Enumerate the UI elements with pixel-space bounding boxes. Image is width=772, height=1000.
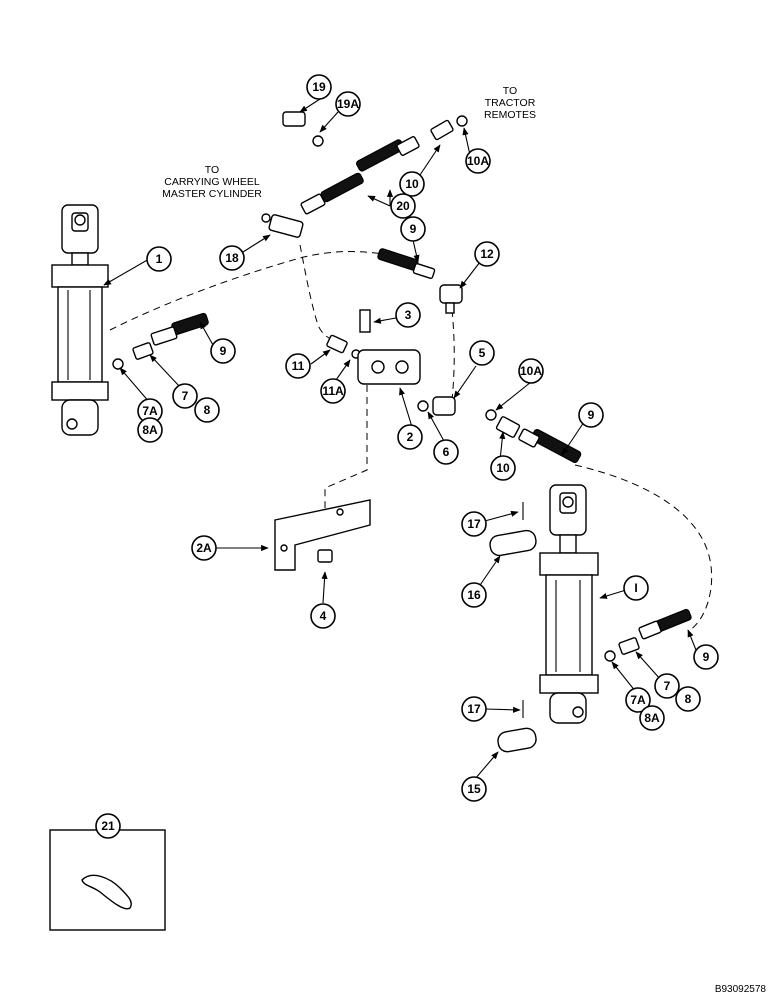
callout-label-21: 21	[101, 819, 115, 833]
callout-label-9-upper: 9	[410, 222, 417, 236]
drawing-code: B93092578	[715, 984, 767, 995]
callout-17-upper: 17	[461, 511, 487, 537]
callout-label-19: 19	[312, 80, 326, 94]
callout-8a-right: 8A	[639, 705, 665, 731]
callout-10-mid: 10	[490, 455, 516, 481]
right-hydraulic-cylinder	[539, 484, 599, 724]
callout-12: 12	[474, 241, 500, 267]
callout-label-12: 12	[480, 247, 494, 261]
callout-label-6: 6	[443, 445, 450, 459]
leader-lines	[103, 98, 697, 838]
callout-label-7-left: 7	[182, 389, 189, 403]
callout-1: 1	[146, 246, 172, 272]
note-tractor-remotes: TO TRACTOR REMOTES	[484, 85, 536, 121]
callout-label-7-right: 7	[664, 679, 671, 693]
callout-label-3: 3	[405, 308, 412, 322]
callout-15: 15	[461, 776, 487, 802]
callouts: 1 19 19A 10 10A 20 18 9 12 3 9 11 11A 5 …	[95, 74, 719, 839]
note-carrying-wheel-line-2: CARRYING WHEEL	[164, 176, 260, 188]
callout-7a-left: 7A	[137, 398, 163, 424]
callout-label-8a-left: 8A	[142, 423, 158, 437]
callout-label-10-top: 10	[405, 177, 419, 191]
note-tractor-remotes-line-2: TRACTOR	[485, 97, 536, 109]
note-carrying-wheel: TO CARRYING WHEEL MASTER CYLINDER	[162, 164, 262, 200]
callout-20: 20	[390, 193, 416, 219]
callout-16: 16	[461, 582, 487, 608]
note-tractor-remotes-line-1: TO	[503, 85, 517, 97]
callout-17-lower: 17	[461, 696, 487, 722]
callout-label-2a: 2A	[196, 541, 212, 555]
fittings	[112, 111, 640, 753]
callout-label-10a-top: 10A	[467, 154, 489, 168]
callout-11: 11	[285, 353, 311, 379]
callout-label-20: 20	[396, 199, 410, 213]
callout-8a-left: 8A	[137, 417, 163, 443]
callout-label-10-mid: 10	[496, 461, 510, 475]
callout-label-19a: 19A	[337, 97, 359, 111]
callout-8-right: 8	[675, 686, 701, 712]
note-carrying-wheel-line-3: MASTER CYLINDER	[162, 188, 262, 200]
callout-label-9-lower-right: 9	[703, 650, 710, 664]
callout-label-15: 15	[467, 782, 481, 796]
callout-7a-right: 7A	[625, 687, 651, 713]
callout-18: 18	[219, 245, 245, 271]
callout-1b: I	[623, 575, 649, 601]
callout-label-1b: I	[634, 581, 637, 595]
callout-19a: 19A	[335, 91, 361, 117]
callout-label-2: 2	[407, 430, 414, 444]
callout-9-lower-right: 9	[693, 644, 719, 670]
callout-2a: 2A	[191, 535, 217, 561]
callout-label-8a-right: 8A	[644, 711, 660, 725]
note-carrying-wheel-line-1: TO	[205, 164, 219, 176]
callout-label-16: 16	[467, 588, 481, 602]
callout-9-upper: 9	[400, 216, 426, 242]
callout-7-left: 7	[172, 383, 198, 409]
callout-label-8-left: 8	[204, 403, 211, 417]
callout-2: 2	[397, 424, 423, 450]
callout-label-11a: 11A	[322, 384, 344, 398]
callout-9-mid-right: 9	[578, 402, 604, 428]
inset-strap-detail	[49, 829, 166, 931]
callout-10a-top: 10A	[465, 148, 491, 174]
callout-label-7a-left: 7A	[142, 404, 158, 418]
callout-10a-mid: 10A	[518, 358, 544, 384]
callout-label-1: 1	[156, 252, 163, 266]
callout-label-9-left: 9	[220, 344, 227, 358]
callout-label-17-upper: 17	[467, 517, 481, 531]
note-tractor-remotes-line-3: REMOTES	[484, 109, 536, 121]
callout-8-left: 8	[194, 397, 220, 423]
callout-label-17-lower: 17	[467, 702, 481, 716]
callout-5: 5	[469, 340, 495, 366]
callout-label-4: 4	[320, 609, 327, 623]
callout-9-left: 9	[210, 338, 236, 364]
callout-6: 6	[433, 439, 459, 465]
callout-label-11: 11	[292, 359, 305, 373]
callout-label-8-right: 8	[685, 692, 692, 706]
callout-19: 19	[306, 74, 332, 100]
callout-3: 3	[395, 302, 421, 328]
callout-label-9-mid-right: 9	[588, 408, 595, 422]
callout-11a: 11A	[320, 378, 346, 404]
callout-label-5: 5	[479, 346, 486, 360]
left-hydraulic-cylinder	[51, 204, 109, 436]
hoses	[150, 136, 692, 640]
callout-label-7a-right: 7A	[630, 693, 646, 707]
callout-label-10a-mid: 10A	[520, 364, 542, 378]
callout-10-top: 10	[399, 171, 425, 197]
callout-7-right: 7	[654, 673, 680, 699]
callout-4: 4	[310, 603, 336, 629]
callout-label-18: 18	[225, 251, 239, 265]
callout-21: 21	[95, 813, 121, 839]
